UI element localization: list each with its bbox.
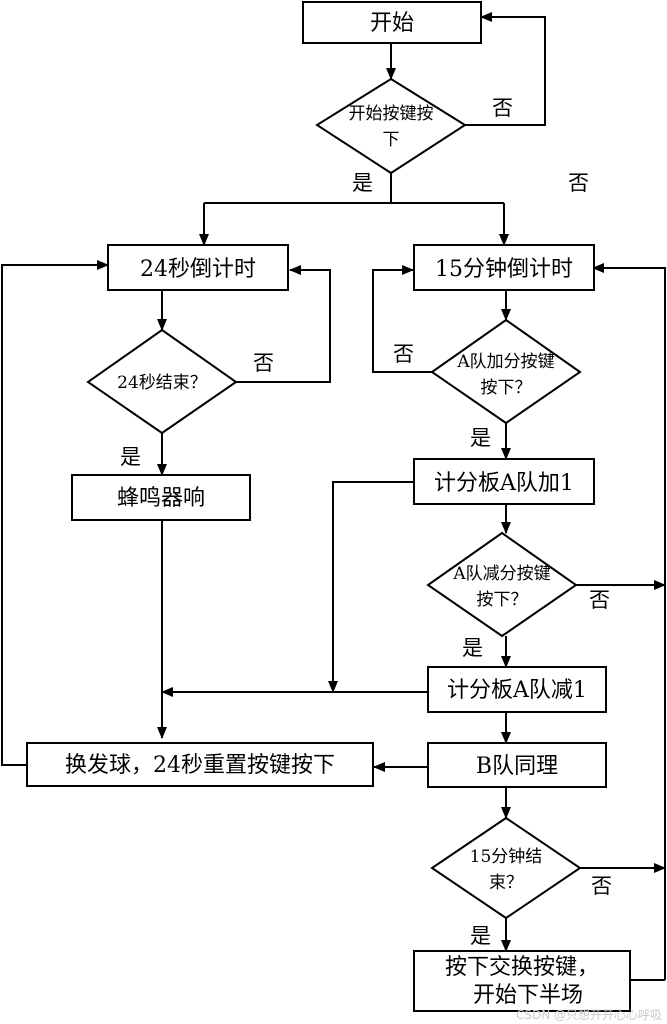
score-a-sub-box xyxy=(427,666,607,713)
score-a-add-box xyxy=(413,458,595,505)
a-sub-key-label-line1: A队减分按键 xyxy=(452,564,550,584)
label-yes-a-add-key: 是 xyxy=(470,426,491,450)
end15-label-line1: 15分钟结 xyxy=(470,847,543,867)
swap-label-line2: 开始下半场 xyxy=(473,983,583,1008)
start-key-diamond xyxy=(315,77,467,175)
buzzer-label: 蜂鸣器响 xyxy=(117,486,205,511)
reset-label: 换发球，24秒重置按键按下 xyxy=(65,753,335,778)
arrow-add-to-merge xyxy=(328,481,414,693)
timer24-box xyxy=(107,244,289,291)
label-yes-end15: 是 xyxy=(470,924,491,948)
a-sub-key-label-line2: 按下？ xyxy=(477,590,528,610)
label-no-a-add-key: 否 xyxy=(393,342,414,366)
team-b-label: B队同理 xyxy=(476,754,558,779)
arrow-start-key-no xyxy=(465,12,546,126)
start-label: 开始 xyxy=(370,11,414,36)
label-yes-end24: 是 xyxy=(120,445,141,469)
label-no-a-sub-key: 否 xyxy=(589,588,610,612)
reset-box xyxy=(26,742,374,787)
a-add-key-label-line1: A队加分按键 xyxy=(456,352,554,372)
end15-diamond xyxy=(430,816,582,920)
end24-diamond xyxy=(86,328,238,435)
start-key-label-line2: 下 xyxy=(383,130,400,150)
watermark: CSDN @只想开开心心呼吸 xyxy=(516,1007,662,1022)
arrow-right-rail-to-timer15 xyxy=(592,263,666,980)
a-add-key-label-line2: 按下？ xyxy=(481,378,532,398)
timer24-label: 24秒倒计时 xyxy=(140,257,256,282)
label-no-end24: 否 xyxy=(253,351,274,375)
arrow-end24-no xyxy=(236,265,331,383)
end24-label: 24秒结束？ xyxy=(117,373,207,393)
a-sub-key-diamond xyxy=(426,531,578,638)
shapes xyxy=(26,1,631,1012)
score-a-add-label: 计分板A队加1 xyxy=(434,471,574,496)
start-box xyxy=(302,1,482,44)
timer15-box xyxy=(413,244,595,291)
buzzer-box xyxy=(71,474,251,521)
label-yes-a-sub-key: 是 xyxy=(462,636,483,660)
end15-label-line2: 束？ xyxy=(489,873,523,893)
a-add-key-diamond xyxy=(430,318,582,425)
branch-labels: 否 是 否 否 否 是 是 否 是 否 是 xyxy=(120,96,612,948)
label-yes-start-key: 是 xyxy=(352,171,373,195)
swap-box xyxy=(413,950,631,1012)
arrow-akey-no xyxy=(372,265,432,373)
team-b-box xyxy=(427,742,607,788)
score-a-sub-label: 计分板A队减1 xyxy=(447,678,587,703)
swap-label-line1: 按下交换按键， xyxy=(445,955,599,980)
timer15-label: 15分钟倒计时 xyxy=(435,257,573,282)
start-key-label-line1: 开始按键按 xyxy=(349,104,434,124)
label-no-end15: 否 xyxy=(591,874,612,898)
connectors xyxy=(1,12,666,981)
label-no-top-right: 否 xyxy=(568,171,589,195)
node-labels: 开始 开始按键按 下 24秒倒计时 15分钟倒计时 24秒结束？ 蜂鸣器响 A队… xyxy=(65,11,599,1008)
label-no-start-key: 否 xyxy=(492,96,513,120)
arrow-reset-to-timer24 xyxy=(1,260,109,766)
